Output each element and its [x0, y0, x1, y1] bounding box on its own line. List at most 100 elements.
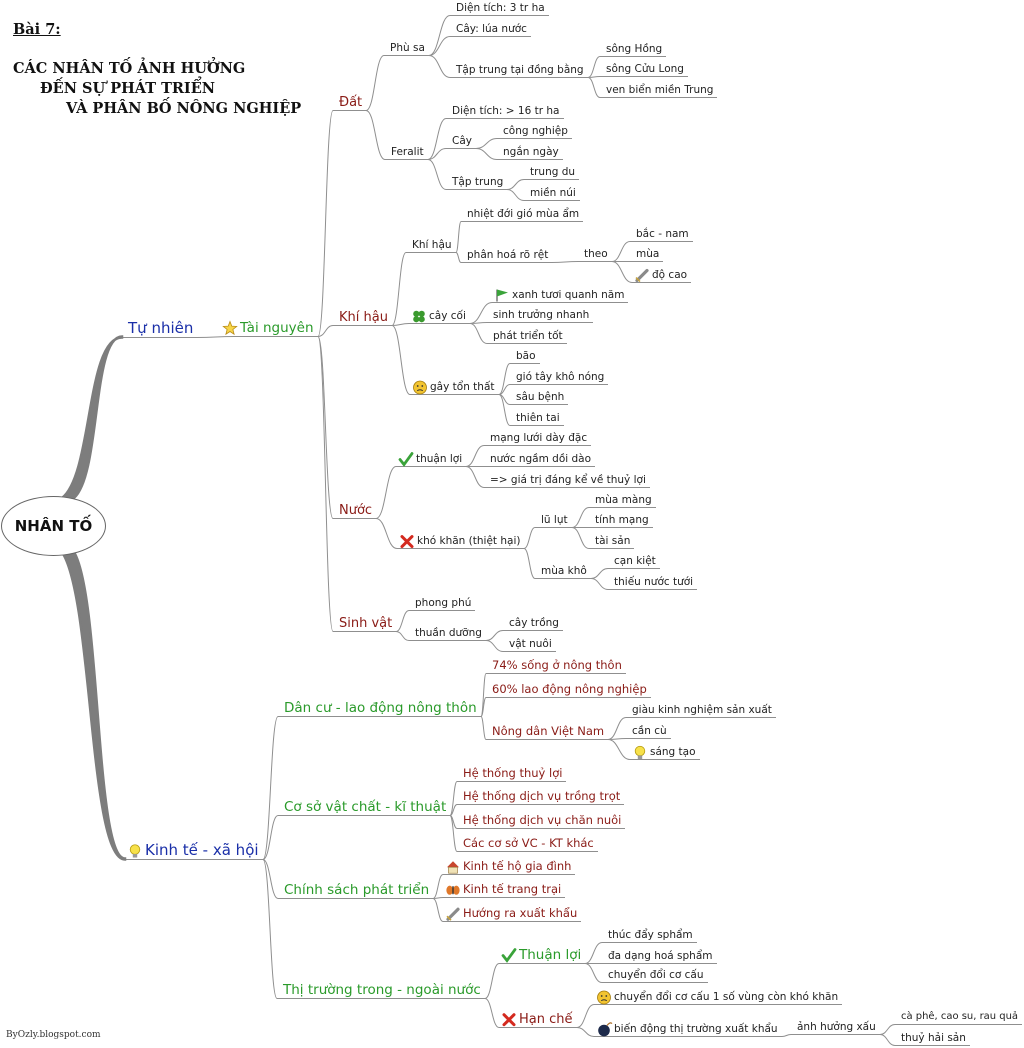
node-nuoc[interactable]: Nước	[339, 502, 373, 518]
node-xanh-tuoi[interactable]: xanh tươi quanh năm	[512, 289, 625, 302]
node-fe-dien-tich[interactable]: Diện tích: > 16 tr ha	[452, 105, 560, 118]
node-phu-sa[interactable]: Phù sa	[390, 42, 425, 55]
node-thuc-day[interactable]: thúc đẩy sphẩm	[608, 929, 693, 942]
node-gay-ton-that[interactable]: gây tổn thất	[430, 381, 495, 394]
node-anh-huong-xau[interactable]: ảnh hưởng xấu	[797, 1021, 876, 1034]
node-theo[interactable]: theo	[584, 248, 608, 261]
main-branch-tu-nhien	[58, 335, 124, 500]
node-cong-nghiep[interactable]: công nghiệp	[503, 125, 568, 138]
node-fe-tap-trung[interactable]: Tập trung	[452, 176, 504, 189]
connector-kho-khan	[375, 518, 398, 549]
node-can-kiet[interactable]: cạn kiệt	[614, 555, 656, 568]
node-da-dang[interactable]: đa dạng hoá sphẩm	[608, 950, 713, 963]
node-co-so[interactable]: Cơ sở vật chất - kĩ thuật	[284, 798, 447, 815]
node-thi-truong[interactable]: Thị trường trong - ngoài nước	[283, 981, 481, 998]
connector-chuyen-doi	[584, 963, 603, 983]
node-kt-trang-trai[interactable]: Kinh tế trang trại	[463, 882, 562, 897]
node-tu-nhien[interactable]: Tự nhiên	[128, 319, 194, 338]
connector-thuan-duong	[395, 631, 410, 641]
node-song-hong[interactable]: sông Hồng	[606, 43, 663, 56]
node-cay-trong[interactable]: cây trồng	[509, 617, 559, 630]
node-thien-tai[interactable]: thiên tai	[516, 412, 560, 425]
node-mua[interactable]: mùa	[636, 248, 660, 261]
node-pct60[interactable]: 60% lao động nông nghiệp	[492, 682, 647, 697]
node-nong-dan[interactable]: Nông dân Việt Nam	[492, 724, 605, 739]
node-phong-phu[interactable]: phong phú	[415, 597, 472, 610]
node-kho-khan[interactable]: khó khăn (thiệt hại)	[417, 535, 521, 548]
node-han-che[interactable]: Hạn chế	[519, 1011, 573, 1027]
node-sinh-truong[interactable]: sinh trưởng nhanh	[493, 309, 590, 322]
connector-nhiet-doi	[455, 221, 462, 253]
node-tai-nguyen[interactable]: Tài nguyên	[240, 319, 314, 336]
node-ht-trong-trot[interactable]: Hệ thống dịch vụ trồng trọt	[463, 789, 621, 804]
connector-thuc-day	[584, 942, 603, 964]
node-ven-bien[interactable]: ven biển miền Trung	[606, 84, 714, 97]
node-phan-hoa[interactable]: phân hoá rõ rệt	[467, 249, 549, 262]
connector-xanh-tuoi	[469, 302, 493, 324]
node-ngan-ngay[interactable]: ngắn ngày	[503, 146, 559, 159]
connector-ven-bien	[587, 77, 601, 98]
connector-feralit	[365, 110, 386, 160]
node-gio-tay[interactable]: gió tây khô nóng	[516, 371, 605, 384]
node-cay-coi[interactable]: cây cối	[429, 310, 466, 323]
connector-phu-sa	[365, 55, 385, 111]
node-trung-du[interactable]: trung du	[530, 166, 576, 179]
node-feralit[interactable]: Feralit	[391, 146, 424, 159]
node-pct74[interactable]: 74% sống ở nông thôn	[492, 658, 622, 673]
connector-thuan-loi	[375, 466, 397, 519]
node-can-cu[interactable]: cần cù	[632, 725, 667, 738]
node-ht-thuy-loi[interactable]: Hệ thống thuỷ lợi	[463, 766, 563, 781]
node-tai-san[interactable]: tài sản	[595, 535, 631, 548]
node-do-cao[interactable]: độ cao	[652, 269, 688, 282]
node-ps-cay[interactable]: Cây: lúa nước	[456, 23, 527, 36]
node-kt-ho[interactable]: Kinh tế hộ gia đình	[463, 859, 572, 874]
node-ps-tap-trung[interactable]: Tập trung tại đồng bằng	[456, 64, 584, 77]
node-tinh-mang[interactable]: tính mạng	[595, 514, 649, 527]
node-nuoc-ngam[interactable]: nước ngầm dồi dào	[490, 453, 592, 466]
node-thieu-nuoc[interactable]: thiếu nước tưới	[614, 576, 694, 589]
node-mien-nui[interactable]: miền núi	[530, 187, 576, 200]
node-thuy-hai-san[interactable]: thuỷ hải sản	[901, 1032, 966, 1045]
node-lu-lut[interactable]: lũ lụt	[541, 514, 568, 527]
connector-sang-tao	[607, 739, 631, 760]
node-bien-dong[interactable]: biến động thị trường xuất khẩu	[614, 1023, 778, 1036]
node-kh-khi-hau[interactable]: Khí hậu	[412, 239, 452, 252]
node-ht-chan-nuoi[interactable]: Hệ thống dịch vụ chăn nuôi	[463, 813, 622, 828]
node-bao[interactable]: bão	[516, 350, 536, 363]
node-ca-phe[interactable]: cà phê, cao su, rau quả	[901, 1011, 1019, 1023]
node-ps-dien-tich[interactable]: Diện tích: 3 tr ha	[456, 2, 545, 15]
node-dan-cu[interactable]: Dân cư - lao động nông thôn	[284, 699, 477, 716]
node-song-cuu-long[interactable]: sông Cửu Long	[606, 63, 684, 76]
node-sau-benh[interactable]: sâu bệnh	[516, 391, 565, 404]
node-mang-luoi[interactable]: mạng lưới dày đặc	[490, 432, 588, 445]
connector-phan-hoa	[455, 252, 462, 263]
central-node[interactable]: NHÂN TỐ	[1, 496, 106, 556]
node-gia-tri[interactable]: => giá trị đáng kể về thuỷ lợi	[490, 474, 646, 487]
node-khi-hau[interactable]: Khí hậu	[339, 309, 388, 325]
connector-tai-nguyen	[196, 336, 235, 338]
node-tt-thuan-loi[interactable]: Thuận lợi	[519, 946, 582, 963]
node-fe-cay[interactable]: Cây	[452, 135, 472, 148]
connector-gia-tri	[465, 466, 485, 488]
node-giau-kn[interactable]: giàu kinh nghiệm sản xuất	[632, 704, 772, 717]
node-bac-nam[interactable]: bắc - nam	[636, 228, 689, 241]
node-thuan-loi[interactable]: thuận lợi	[416, 453, 463, 466]
node-vat-nuoi[interactable]: vật nuôi	[509, 638, 552, 651]
node-phat-trien-tot[interactable]: phát triển tốt	[493, 330, 563, 343]
node-huong-ra[interactable]: Hướng ra xuất khẩu	[463, 906, 578, 921]
node-mua-kho[interactable]: mùa khô	[541, 565, 587, 578]
node-nhiet-doi[interactable]: nhiệt đới gió mùa ẩm	[467, 208, 580, 221]
node-dat[interactable]: Đất	[339, 94, 363, 110]
node-thuan-duong[interactable]: thuần dưỡng	[415, 627, 482, 640]
node-cd-co-cau[interactable]: chuyển đổi cơ cấu 1 số vùng còn khó khăn	[614, 991, 839, 1004]
node-chuyen-doi[interactable]: chuyển đổi cơ cấu	[608, 969, 704, 982]
node-sinh-vat[interactable]: Sinh vật	[339, 615, 393, 631]
node-cac-co-so[interactable]: Các cơ sở VC - KT khác	[463, 836, 594, 851]
node-mua-mang[interactable]: mùa màng	[595, 494, 652, 507]
node-kinh-te-xa-hoi[interactable]: Kinh tế - xã hội	[145, 841, 259, 860]
connector-tai-san	[571, 527, 590, 549]
node-chinh-sach[interactable]: Chính sách phát triển	[284, 881, 430, 898]
node-sang-tao[interactable]: sáng tạo	[650, 746, 696, 759]
connector-kh-khi-hau	[391, 252, 407, 326]
